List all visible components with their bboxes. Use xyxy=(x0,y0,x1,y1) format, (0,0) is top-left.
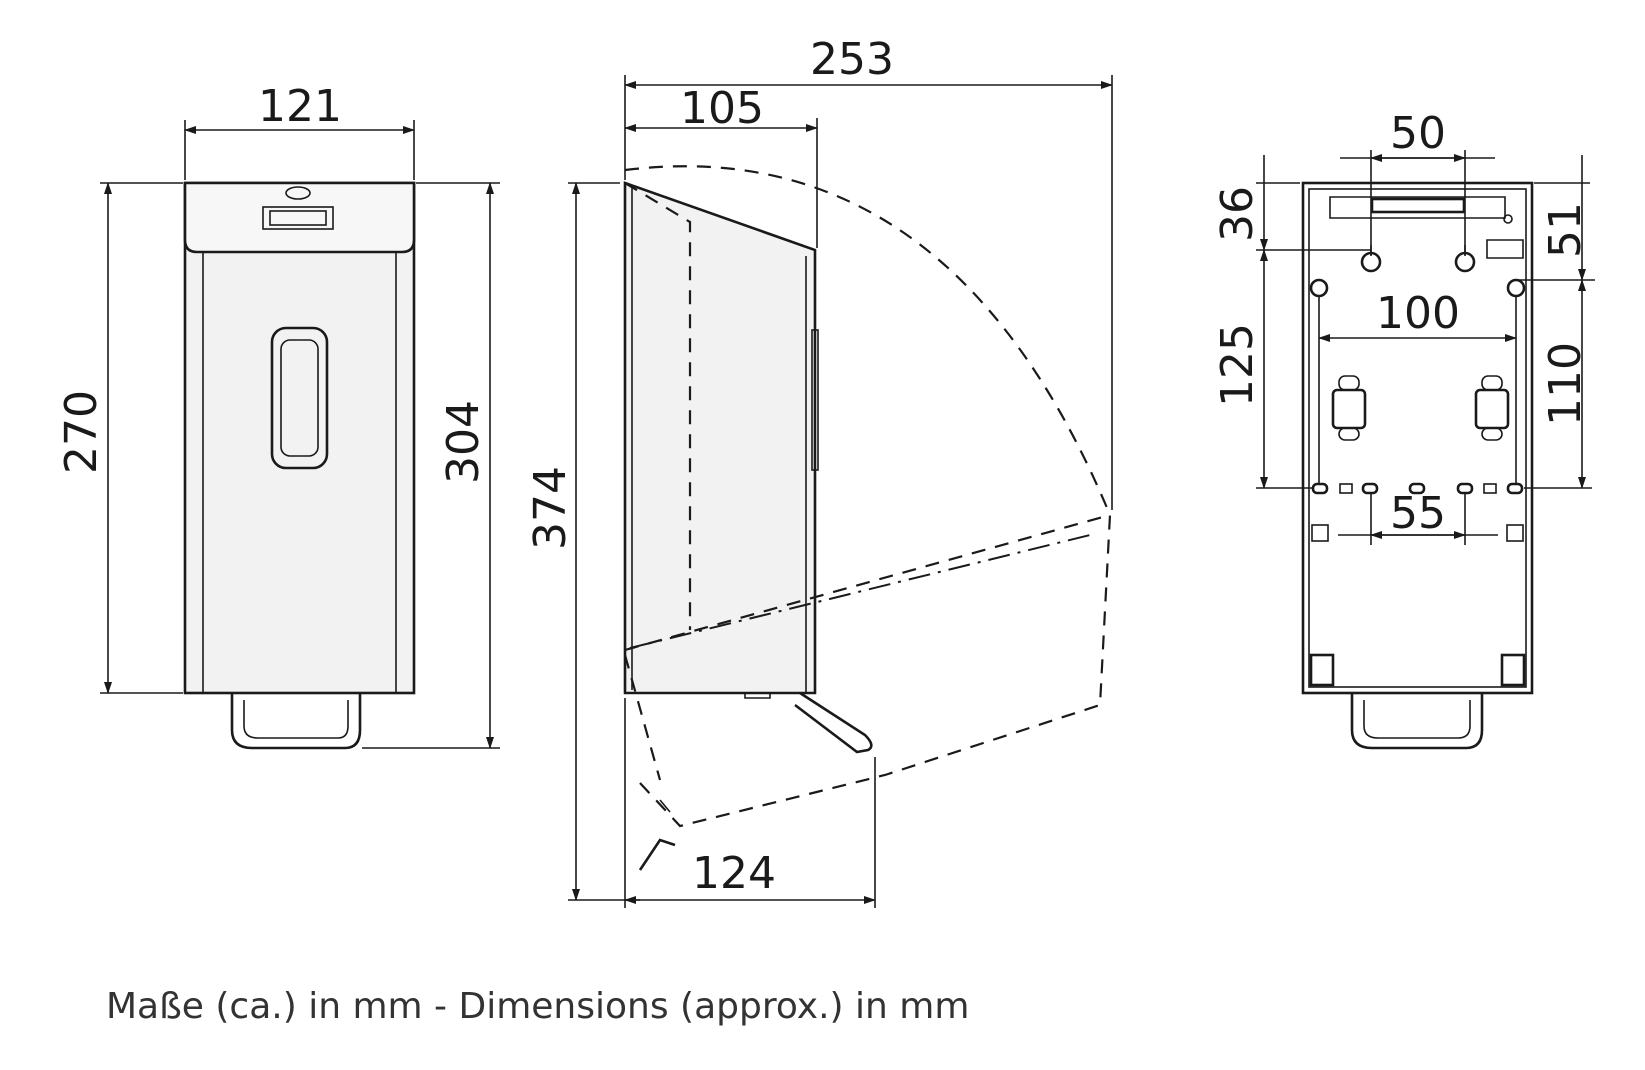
dim-front-height: 270 xyxy=(56,390,107,474)
open-arc xyxy=(624,165,1112,516)
dim-back-top-offset: 36 xyxy=(1212,186,1263,242)
side-spout xyxy=(794,691,873,754)
dim-front-overall-height: 304 xyxy=(438,400,489,484)
back-pump-handle xyxy=(1350,693,1484,750)
dim-front-width: 121 xyxy=(258,81,342,132)
front-body xyxy=(183,181,416,695)
front-label-window xyxy=(262,206,334,230)
dim-back-hole-spacing: 100 xyxy=(1376,288,1460,339)
dim-side-overall-depth: 253 xyxy=(810,34,894,85)
dim-back-top-hole-spacing: 50 xyxy=(1390,108,1446,159)
back-plate xyxy=(1301,181,1534,695)
dim-back-right-top-offset: 51 xyxy=(1540,202,1591,258)
fill-level-window xyxy=(270,326,329,470)
side-body xyxy=(623,181,817,695)
back-view: 50 36 51 100 125 110 55 xyxy=(1212,108,1595,750)
dim-side-depth: 105 xyxy=(680,83,764,134)
side-view: 253 105 374 124 xyxy=(525,34,1113,908)
bottom-slots xyxy=(1311,482,1524,495)
top-bracket xyxy=(1329,196,1506,219)
dim-back-vertical-spacing: 125 xyxy=(1212,323,1263,407)
dim-side-open-height: 374 xyxy=(525,466,576,550)
front-view: 121 270 304 xyxy=(56,81,500,750)
lock-icon xyxy=(285,186,311,200)
dim-side-open-depth: 124 xyxy=(692,848,776,899)
dim-back-right-vertical: 110 xyxy=(1540,342,1591,426)
caption: Maße (ca.) in mm - Dimensions (approx.) … xyxy=(106,986,970,1027)
dim-back-bottom-spacing: 55 xyxy=(1390,488,1446,539)
pump-handle xyxy=(230,693,362,750)
open-lid xyxy=(624,182,692,630)
front-top-cap xyxy=(183,181,416,254)
